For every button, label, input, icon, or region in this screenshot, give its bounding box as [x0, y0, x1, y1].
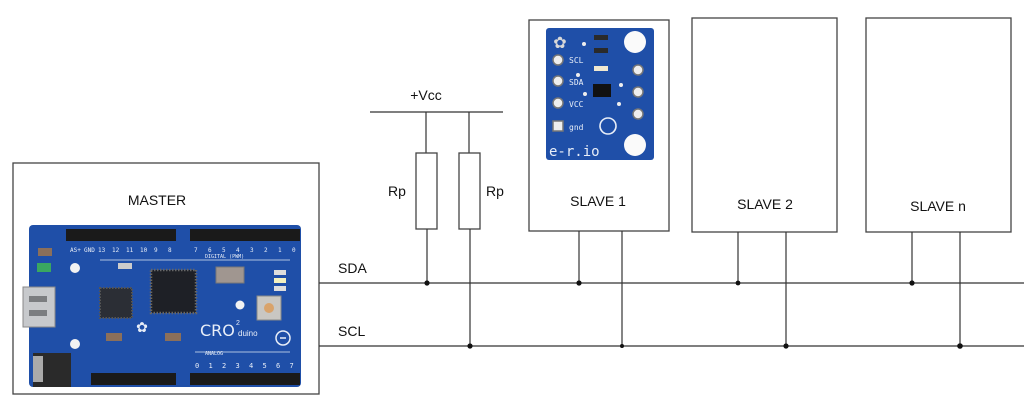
pin-label: GND: [84, 247, 95, 254]
bus: SDA SCL: [319, 260, 1024, 347]
analog-pin-label: 6: [276, 362, 280, 370]
pin-label: 12: [112, 247, 120, 254]
analog-pin-label: 7: [290, 362, 294, 370]
pin-label: 13: [98, 247, 106, 254]
slave-1-label: SLAVE 1: [570, 193, 626, 209]
pin-label: 4: [236, 247, 240, 254]
junction-dot: [957, 343, 963, 349]
pin-label: 11: [126, 247, 134, 254]
pin-label: 3: [250, 247, 254, 254]
junction-dot: [424, 280, 430, 286]
svg-text:2: 2: [236, 320, 240, 327]
master-label: MASTER: [128, 192, 186, 208]
mcu-chip: [149, 268, 198, 315]
analog-pin-label: 3: [236, 362, 240, 370]
slave-n-label: SLAVE n: [910, 198, 966, 214]
junction-dot: [909, 280, 915, 286]
oshw-logo-icon: ✿: [136, 319, 148, 335]
power-led: [37, 263, 51, 272]
crystal: [215, 266, 245, 284]
vcc-label: +Vcc: [410, 87, 442, 103]
bottom-pin-header: [91, 373, 300, 385]
pin-label: 6: [208, 247, 212, 254]
slave-2-box: [691, 17, 838, 233]
analog-pin-label: 2: [222, 362, 226, 370]
junction-dot: [783, 343, 789, 349]
junction-dot: [735, 280, 741, 286]
usb-chip: [99, 287, 133, 319]
resistor-label: Rp: [486, 183, 504, 199]
pullup-resistor-sda: Rp: [388, 112, 438, 286]
junction-dot: [467, 343, 473, 349]
pin-label: 10: [140, 247, 148, 254]
usb-connector: [22, 286, 56, 328]
pin-label: 9: [154, 247, 158, 254]
slave-1-block: SLAVE 1 ✿ SCL SDA VCC gnd: [528, 19, 670, 348]
analog-pin-label: 5: [263, 362, 267, 370]
analog-pin-label: 1: [209, 362, 213, 370]
junction-dot: [576, 280, 582, 286]
oshw-logo-icon: ✿: [553, 35, 566, 52]
board-brand: CRO: [200, 321, 235, 340]
pin-label: 8: [168, 247, 172, 254]
pin-label: AS+: [70, 247, 81, 254]
slave-n-block: SLAVE n: [865, 17, 1012, 349]
digital-label: DIGITAL (PWM): [205, 254, 244, 260]
slave-1-module-image: ✿ SCL SDA VCC gnd: [546, 28, 654, 160]
slave-n-box: [865, 17, 1012, 233]
analog-pin-label: 4: [249, 362, 253, 370]
mounting-hole: [624, 134, 646, 156]
brand-logo-icon: [599, 117, 617, 135]
svg-text:duino: duino: [238, 329, 258, 338]
slave-2-label: SLAVE 2: [737, 196, 793, 212]
pin-label-gnd: gnd: [569, 123, 584, 132]
pin-label-scl: SCL: [569, 56, 584, 65]
pin-label: 1: [278, 247, 282, 254]
pin-label: 2: [264, 247, 268, 254]
mounting-hole: [624, 31, 646, 53]
sda-label: SDA: [338, 260, 367, 276]
scl-label: SCL: [338, 323, 365, 339]
sensor-chip: [593, 84, 611, 97]
pin-label-sda: SDA: [569, 78, 584, 87]
junction-dot: [620, 344, 624, 348]
resistor-label: Rp: [388, 183, 406, 199]
top-pin-header: [66, 229, 300, 241]
analog-pin-label: 0: [195, 362, 199, 370]
analog-label: ANALOG: [205, 351, 223, 357]
pin-label: 0: [292, 247, 296, 254]
pullup-resistor-scl: Rp: [458, 112, 504, 349]
resistor-body: [458, 152, 481, 230]
pin-label: 5: [222, 247, 226, 254]
pin-label-vcc: VCC: [569, 100, 584, 109]
module-brand: e-r.io: [549, 144, 600, 160]
resistor-body: [415, 152, 438, 230]
slave-2-block: SLAVE 2: [691, 17, 838, 349]
pullup-network: +Vcc Rp Rp: [370, 87, 504, 349]
pin-label: 7: [194, 247, 198, 254]
analog-pin-labels: 0 1 2 3 4 5 6 7: [195, 362, 294, 370]
